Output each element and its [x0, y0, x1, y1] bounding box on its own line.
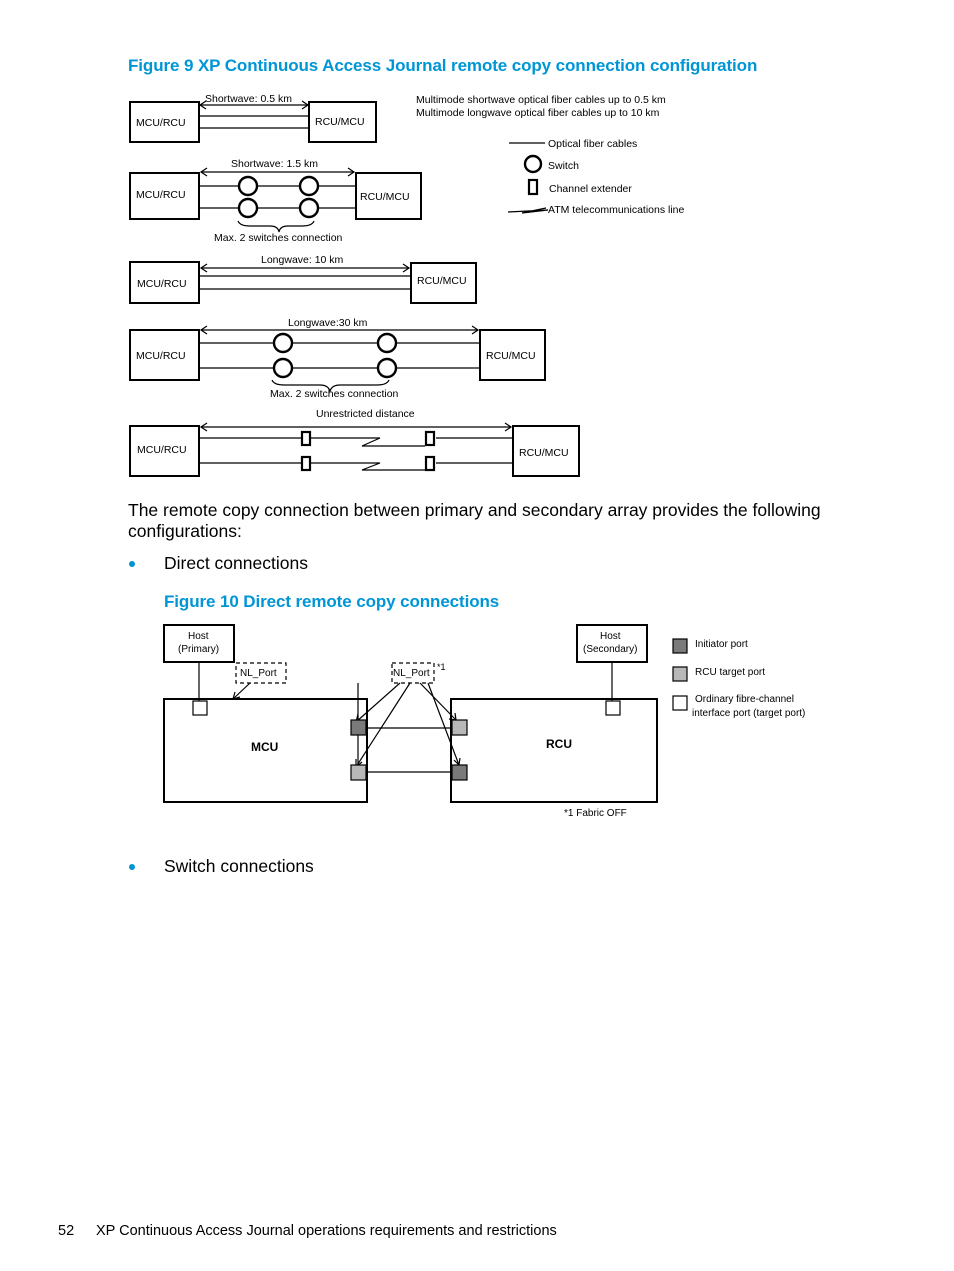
row2-label: Shortwave: 1.5 km	[231, 158, 318, 170]
host-secondary-title: Host	[600, 631, 621, 642]
row4-note: Max. 2 switches connection	[270, 388, 399, 400]
nl-port-label-center: NL_Port	[393, 668, 430, 679]
legend-ordinary-port-line2: interface port (target port)	[692, 708, 805, 719]
note-longwave: Multimode longwave optical fiber cables …	[416, 107, 660, 119]
legend-switch: Switch	[548, 160, 579, 172]
mcu-label: MCU	[251, 740, 278, 754]
nl-port-label-left: NL_Port	[240, 668, 277, 679]
bullet-direct-connections: Direct connections	[164, 553, 308, 573]
rcu-label: RCU	[546, 737, 572, 751]
bullet-dot	[129, 561, 135, 567]
row2-note: Max. 2 switches connection	[214, 232, 343, 244]
figure-10-diagram: Host (Primary) Host (Secondary) NL_Port …	[163, 624, 805, 819]
figure-9-caption: Figure 9 XP Continuous Access Journal re…	[128, 56, 758, 75]
row2-right-box: RCU/MCU	[360, 191, 410, 203]
row4-right-box: RCU/MCU	[486, 350, 536, 362]
figure-10-caption: Figure 10 Direct remote copy connections	[164, 592, 500, 611]
legend-ordinary-port-line1: Ordinary fibre-channel	[695, 694, 794, 705]
row5-left-box: MCU/RCU	[137, 444, 187, 456]
host-secondary-subtitle: (Secondary)	[583, 644, 637, 655]
row5-label: Unrestricted distance	[316, 408, 415, 420]
legend-atm-line: ATM telecommunications line	[548, 204, 685, 216]
fabric-off-footnote: *1 Fabric OFF	[564, 808, 627, 819]
row3-right-box: RCU/MCU	[417, 275, 467, 287]
legend-channel-extender: Channel extender	[549, 183, 632, 195]
legend-initiator-port: Initiator port	[695, 639, 748, 650]
figure-9-diagram: MCU/RCU RCU/MCU Shortwave: 0.5 km MCU/RC…	[129, 93, 685, 477]
bullet-switch-connections: Switch connections	[164, 856, 314, 876]
row4-label: Longwave:30 km	[288, 317, 368, 329]
row1-right-box: RCU/MCU	[315, 116, 365, 128]
row4-left-box: MCU/RCU	[136, 350, 186, 362]
row1-label: Shortwave: 0.5 km	[205, 93, 292, 105]
note-shortwave: Multimode shortwave optical fiber cables…	[416, 94, 666, 106]
intro-paragraph: The remote copy connection between prima…	[128, 500, 821, 541]
row5-right-box: RCU/MCU	[519, 447, 569, 459]
row3-label: Longwave: 10 km	[261, 254, 344, 266]
footer-title: XP Continuous Access Journal operations …	[96, 1223, 557, 1239]
row1-left-box: MCU/RCU	[136, 117, 186, 129]
host-primary-subtitle: (Primary)	[178, 644, 219, 655]
row3-left-box: MCU/RCU	[137, 278, 187, 290]
footnote-marker: *1	[437, 662, 446, 672]
bullet-dot	[129, 864, 135, 870]
page-number: 52	[58, 1223, 75, 1239]
host-primary-title: Host	[188, 631, 209, 642]
legend-optical-fiber: Optical fiber cables	[548, 138, 637, 150]
legend-rcu-target-port: RCU target port	[695, 667, 765, 678]
row2-left-box: MCU/RCU	[136, 189, 186, 201]
